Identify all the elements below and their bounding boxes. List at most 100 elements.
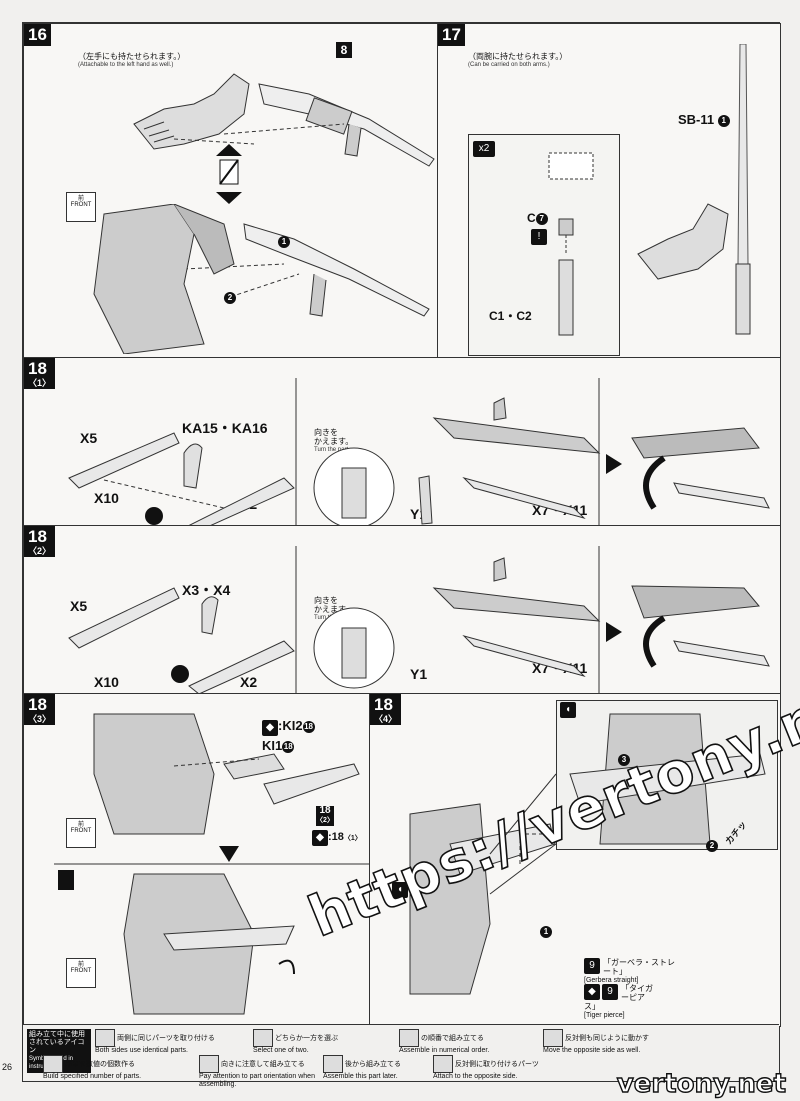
both-sides-icon <box>95 1029 115 1047</box>
en: Pay attention to part orientation when a… <box>199 1073 315 1088</box>
opposite-side-icon: ◆ <box>584 984 600 1000</box>
ref-a: 18 <box>319 805 331 816</box>
sub: 〈4〉 <box>374 714 398 724</box>
label-x2: X2 <box>240 674 258 690</box>
legend-item: 反対側も同じように動かす Move the opposite side as we… <box>543 1029 693 1055</box>
ref-18-2: 18〈2〉 <box>316 806 334 826</box>
num: 18 <box>28 359 47 378</box>
jp: 向きに注意して組み立てる <box>221 1060 305 1068</box>
order-marker-3: 3 <box>618 754 630 766</box>
label-x10: X10 <box>94 490 119 506</box>
step-note: （左手にも持たせられます。） (Attachable to the left h… <box>78 52 185 70</box>
label-y1: Y1 <box>410 666 428 682</box>
front-en: FRONT <box>70 828 92 834</box>
opposite-side-icon <box>433 1055 453 1073</box>
label-x3x4: X3・X4 <box>182 582 231 598</box>
hand-illustration <box>637 203 729 280</box>
en: Attach to the opposite side. <box>433 1073 518 1080</box>
option-gerbera: 9 「ガーベラ・ストレート」 [Gerbera straight] <box>584 958 680 985</box>
legend-title-jp: 組み立て中に使用されているアイコン <box>29 1031 85 1054</box>
page-number-left: 26 <box>2 1062 13 1072</box>
turn-note: 向きを かえます。 Turn the part. <box>314 428 353 455</box>
en: Move the opposite side as well. <box>543 1047 641 1054</box>
front-badge: 前 FRONT <box>66 818 96 848</box>
legend-item: 部品を数値の個数作る Build specified number of part… <box>43 1055 193 1081</box>
shield-attach-illustration <box>409 713 766 995</box>
order-marker-1: 1 <box>540 926 552 938</box>
select-icon <box>253 1029 273 1047</box>
shield-part-illustrations <box>68 546 770 694</box>
hand-illustration <box>133 73 250 150</box>
attention-icon <box>199 1055 219 1073</box>
front-jp: 前 <box>77 196 84 202</box>
front-badge: 前 FRONT <box>66 192 96 222</box>
ki11-text: KI1 <box>262 738 283 753</box>
order-marker-2: 2 <box>224 292 236 304</box>
jp: 部品を数値の個数作る <box>65 1060 135 1068</box>
grip-parts <box>548 152 594 336</box>
opposite-side-icon: ◆ <box>262 720 278 736</box>
step-number: 17 <box>438 24 465 46</box>
sub: 〈2〉 <box>28 546 52 556</box>
quantity-badge: x2 <box>473 141 495 157</box>
sb-part-num: 1 <box>717 114 730 127</box>
part-number-8: 8 <box>336 42 352 58</box>
sub: 〈3〉 <box>28 714 52 724</box>
jp: の順番で組み立てる <box>421 1034 484 1042</box>
move-opposite-icon-2: ◖ <box>392 882 408 898</box>
step-18-4-panel: 18〈4〉 ◖ ◖ 3 2 カチッ 1 9 「ガーベラ・ストレート」 [Gerb… <box>369 693 781 1027</box>
note-en: (Can be carried on both arms.) <box>468 62 550 68</box>
sub: 〈1〉 <box>28 378 52 388</box>
option-num: 9 <box>602 984 618 1000</box>
legend-item: 向きに注意して組み立てる Pay attention to part orient… <box>199 1055 349 1089</box>
step-note: （両腕に持たせられます。） (Can be carried on both ar… <box>468 52 567 70</box>
note-jp: （両腕に持たせられます。） <box>468 52 568 61</box>
legend-item: の順番で組み立てる Assemble in numerical order. <box>399 1029 539 1055</box>
label-x5: X5 <box>70 598 88 614</box>
rifle-illustration-top <box>258 83 435 167</box>
step-number: 18〈1〉 <box>24 358 56 389</box>
en: Assemble in numerical order. <box>399 1047 490 1054</box>
ki12-text: :KI2 <box>278 718 303 733</box>
later-icon <box>323 1055 343 1073</box>
ki11-num: 18 <box>282 740 295 753</box>
sb-part-text: SB-11 <box>678 112 715 127</box>
c7-text: C <box>527 211 536 225</box>
label-x10: X10 <box>94 674 119 690</box>
step-18-1-panel: 18〈1〉 X5 KA15・KA16 X10 X2 向きを かえます。 Turn… <box>23 357 781 527</box>
en: Build specified number of parts. <box>43 1073 142 1080</box>
jp: どちらか一方を選ぶ <box>275 1034 338 1042</box>
dashed-guides <box>173 123 345 300</box>
step-number: 16 <box>24 24 51 46</box>
en: Both sides use identical parts. <box>95 1047 188 1054</box>
sb11-label: SB-11 1 <box>678 112 730 127</box>
move-opposite-icon: ◖ <box>560 702 576 718</box>
option-tiger: ◆ 9 「タイガーピアス」 [Tiger pierce] <box>584 984 656 1020</box>
option1-jp: 「ガーベラ・ストレート」 <box>603 958 675 976</box>
swap-icon <box>216 144 242 204</box>
num: 18 <box>374 695 393 714</box>
watermark-corner: vertony.net <box>616 1068 787 1099</box>
ref-a-sub: 〈2〉 <box>316 817 334 824</box>
ki12-num: 18 <box>302 720 315 733</box>
ref-b-sub: 〈1〉 <box>343 835 362 842</box>
num: 18 <box>28 527 47 546</box>
option2-jp: 「タイガーピアス」 <box>584 984 653 1011</box>
order-marker-2: 2 <box>706 840 718 852</box>
attention-icon: ! <box>531 229 547 245</box>
ref-b: :18 <box>328 831 344 843</box>
jp: 反対側も同じように動かす <box>565 1034 649 1042</box>
step-number: 18〈4〉 <box>370 694 402 725</box>
order-icon <box>399 1029 419 1047</box>
note-jp: （左手にも持たせられます。） <box>78 52 186 61</box>
front-badge-lower: 前 FRONT <box>66 958 96 988</box>
c12-label: C1・C2 <box>489 309 532 323</box>
num: 18 <box>28 695 47 714</box>
